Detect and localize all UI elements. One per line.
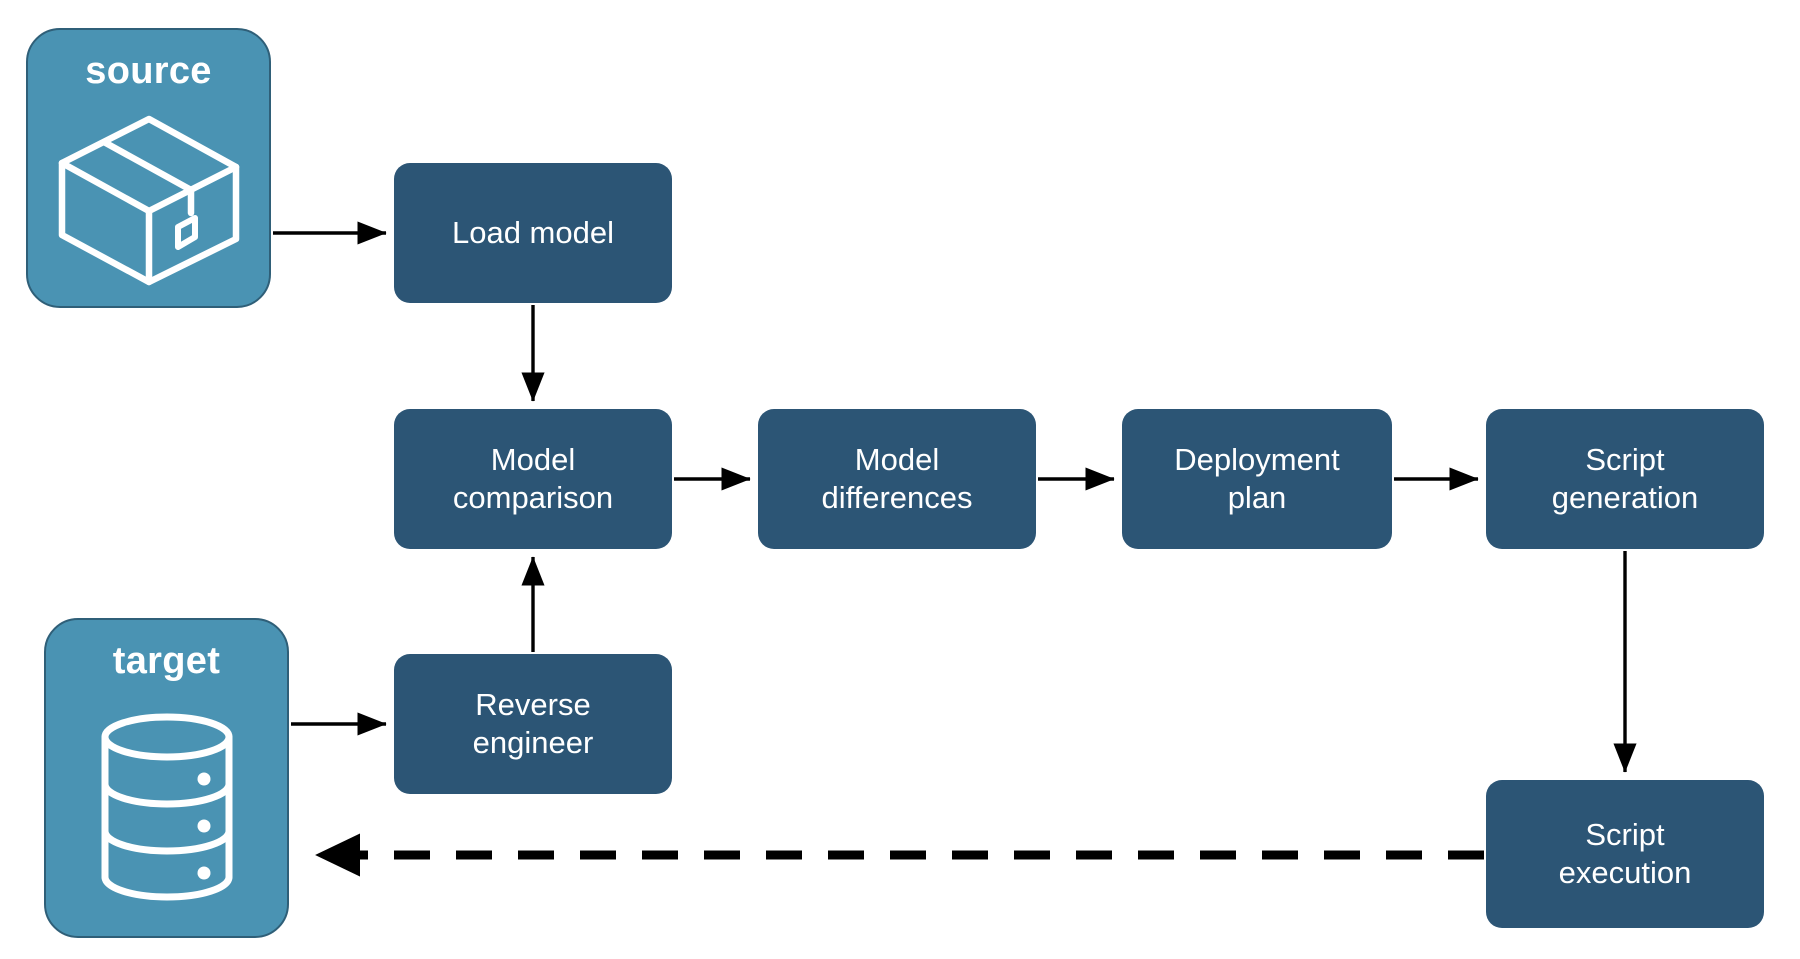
database-cylinder-icon <box>46 680 287 936</box>
node-model-comparison[interactable]: Model comparison <box>394 409 672 549</box>
endpoint-source[interactable]: source <box>26 28 271 308</box>
node-model-differences[interactable]: Model differences <box>758 409 1036 549</box>
node-load-model[interactable]: Load model <box>394 163 672 303</box>
node-model-comparison-line-2: comparison <box>452 480 614 515</box>
node-reverse-engineer[interactable]: Reverse engineer <box>394 654 672 794</box>
node-script-generation[interactable]: Script generation <box>1486 409 1764 549</box>
endpoint-target[interactable]: target <box>44 618 289 938</box>
node-deployment-plan-line-1: Deployment <box>1174 442 1340 478</box>
node-script-generation-line-2: generation <box>1551 480 1699 515</box>
node-model-differences-line-1: Model <box>854 442 940 478</box>
node-reverse-engineer-line-1: Reverse <box>475 687 591 723</box>
node-script-execution-line-2: execution <box>1558 855 1692 890</box>
endpoint-source-label: source <box>85 50 212 92</box>
node-script-execution-line-1: Script <box>1585 817 1665 853</box>
node-reverse-engineer-line-2: engineer <box>472 725 594 760</box>
node-script-generation-line-1: Script <box>1585 442 1665 478</box>
node-model-comparison-line-1: Model <box>490 442 576 478</box>
node-deployment-plan-line-2: plan <box>1227 480 1287 515</box>
node-script-execution[interactable]: Script execution <box>1486 780 1764 928</box>
endpoint-target-label: target <box>112 640 221 682</box>
node-deployment-plan[interactable]: Deployment plan <box>1122 409 1392 549</box>
node-load-model-line-1: Load model <box>451 215 614 251</box>
package-box-icon <box>28 90 269 306</box>
node-model-differences-line-2: differences <box>821 480 973 515</box>
